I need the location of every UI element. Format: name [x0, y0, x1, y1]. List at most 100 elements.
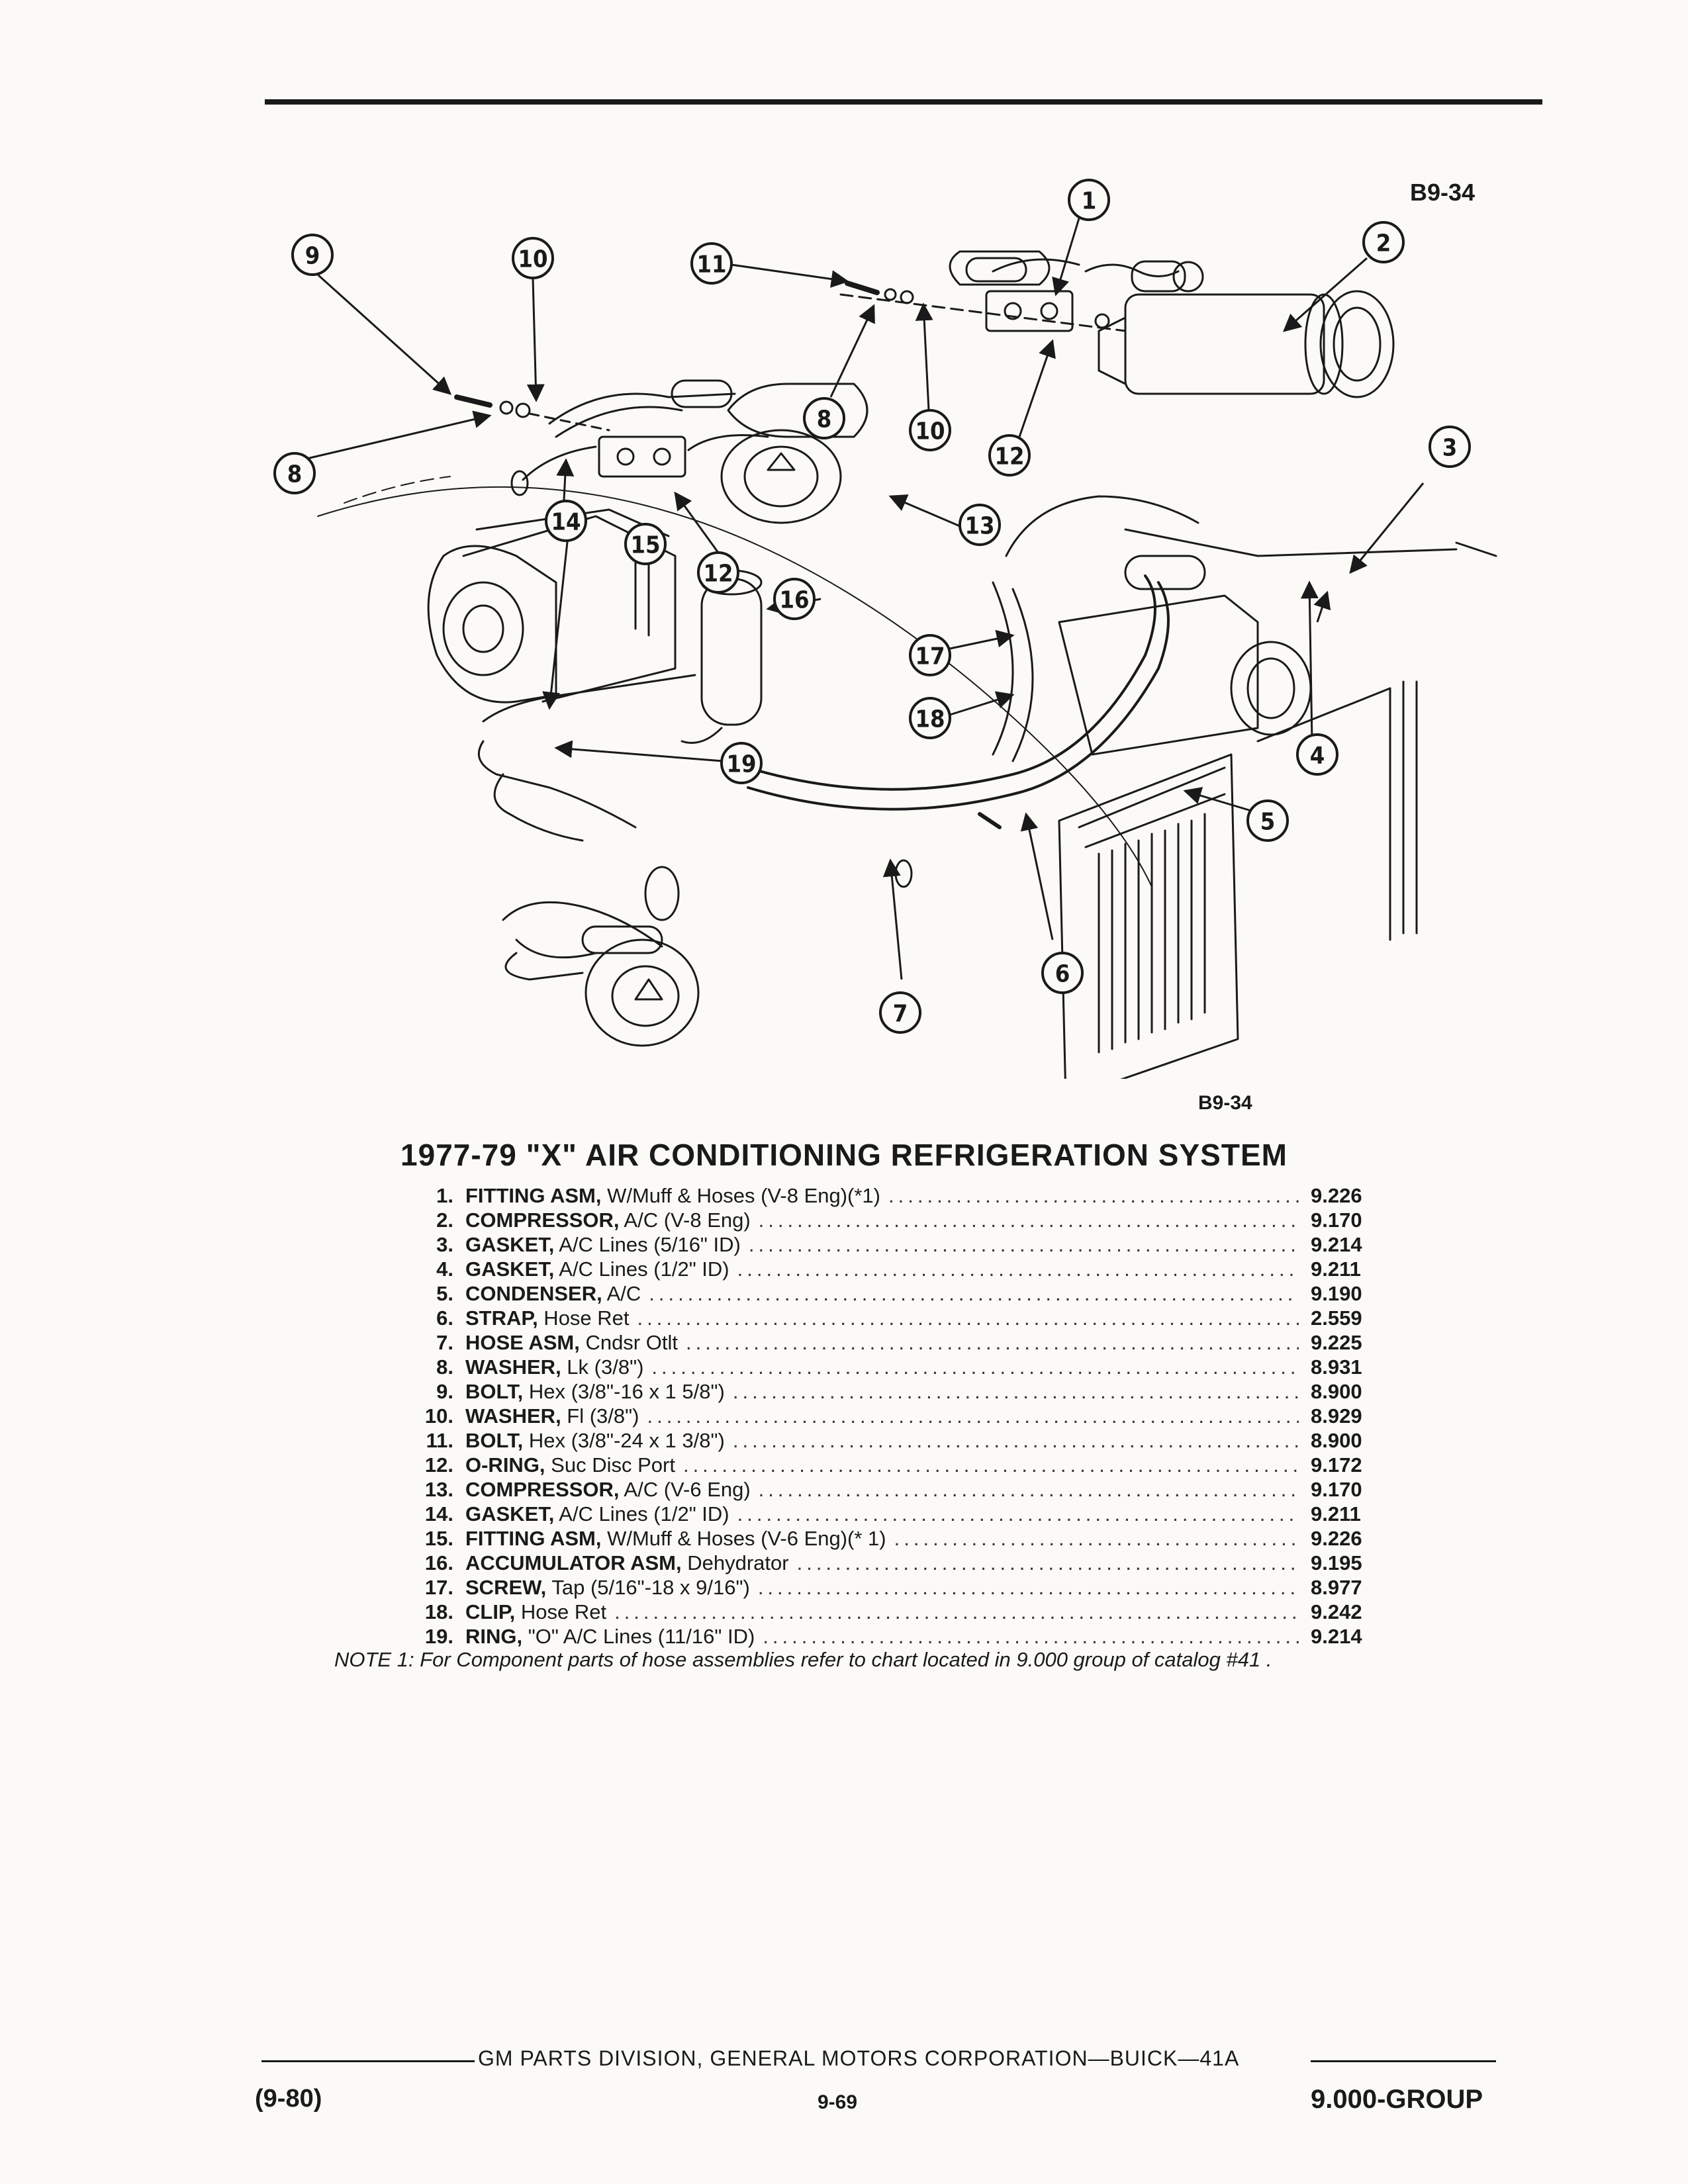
callout-8-upper: 8 — [803, 397, 845, 439]
item-name: WASHER, — [465, 1355, 561, 1379]
leader-dots — [733, 1379, 1299, 1404]
item-name: COMPRESSOR, — [465, 1208, 620, 1232]
leader-dots — [637, 1306, 1299, 1330]
svg-text:15: 15 — [630, 532, 660, 559]
leader-dots — [797, 1551, 1299, 1575]
page-number: 9-69 — [818, 2091, 858, 2113]
compressor-v8-illustration — [1084, 260, 1395, 398]
callout-12-upper: 12 — [988, 434, 1031, 477]
callout-10-upper: 10 — [909, 409, 951, 451]
list-item: 4.GASKET, A/C Lines (1/2" ID)9.211 — [391, 1257, 1383, 1281]
item-name: SCREW, — [465, 1576, 547, 1599]
svg-text:3: 3 — [1442, 435, 1458, 462]
group-code: 8.900 — [1311, 1380, 1362, 1403]
svg-text:5: 5 — [1260, 809, 1276, 836]
item-number: 17. — [424, 1576, 453, 1599]
list-item: 7.HOSE ASM, Cndsr Otlt9.225 — [391, 1330, 1383, 1355]
list-item: 2.COMPRESSOR, A/C (V-8 Eng)9.170 — [391, 1208, 1383, 1232]
group-code: 2.559 — [1311, 1306, 1362, 1330]
top-rule — [265, 99, 1542, 105]
callout-15: 15 — [624, 523, 667, 565]
leader-dots — [894, 1526, 1299, 1551]
callout-5: 5 — [1246, 799, 1289, 842]
group-code: 8.931 — [1311, 1355, 1362, 1379]
group-code: 8.929 — [1311, 1404, 1362, 1428]
group-code: 9.226 — [1311, 1184, 1362, 1207]
list-item: 13.COMPRESSOR, A/C (V-6 Eng)9.170 — [391, 1477, 1383, 1502]
svg-text:6: 6 — [1055, 961, 1070, 988]
group-code: 9.226 — [1311, 1527, 1362, 1550]
svg-text:4: 4 — [1310, 743, 1325, 770]
item-description: Hose Ret — [538, 1306, 630, 1330]
list-item: 5.CONDENSER, A/C9.190 — [391, 1281, 1383, 1306]
exploded-diagram: 1 2 3 4 5 6 7 8 8 9 10 10 11 12 12 13 14… — [273, 179, 1497, 1079]
item-description: A/C (V-6 Eng) — [619, 1478, 751, 1501]
compressor-lower-illustration — [502, 901, 700, 1047]
item-name: FITTING ASM, — [465, 1184, 602, 1207]
leader-dots — [759, 1477, 1299, 1502]
item-description: Fl (3/8") — [561, 1404, 639, 1428]
leader-dots — [888, 1183, 1299, 1208]
item-name: GASKET, — [465, 1233, 555, 1256]
footnote: NOTE 1: For Component parts of hose asse… — [334, 1648, 1272, 1671]
group-code: 9.214 — [1311, 1625, 1362, 1648]
item-name: RING, — [465, 1625, 523, 1648]
item-description: Hex (3/8"-16 x 1 5/8") — [523, 1380, 725, 1403]
svg-text:7: 7 — [893, 1001, 908, 1028]
item-description: W/Muff & Hoses (V-8 Eng)(*1) — [601, 1184, 880, 1207]
leader-dots — [733, 1428, 1299, 1453]
svg-text:16: 16 — [779, 587, 809, 614]
leader-dots — [614, 1600, 1299, 1624]
item-description: Dehydrator — [681, 1551, 789, 1574]
item-name: HOSE ASM, — [465, 1331, 580, 1354]
callout-4: 4 — [1296, 733, 1338, 776]
item-name: CLIP, — [465, 1600, 516, 1623]
page-title: 1977-79 "X" AIR CONDITIONING REFRIGERATI… — [400, 1138, 1288, 1172]
list-item: 15.FITTING ASM, W/Muff & Hoses (V-6 Eng)… — [391, 1526, 1383, 1551]
leader-dots — [737, 1502, 1299, 1526]
group-code: 8.977 — [1311, 1576, 1362, 1599]
group-code: 9.190 — [1311, 1282, 1362, 1305]
parts-list: 1.FITTING ASM, W/Muff & Hoses (V-8 Eng)(… — [391, 1183, 1383, 1649]
callout-1: 1 — [1068, 179, 1110, 221]
item-description: Hose Ret — [515, 1600, 607, 1623]
item-number: 3. — [436, 1233, 453, 1256]
item-name: BOLT, — [465, 1380, 524, 1403]
fitting-asm-v8-illustration — [949, 250, 1080, 332]
list-item: 9.BOLT, Hex (3/8"-16 x 1 5/8")8.900 — [391, 1379, 1383, 1404]
svg-text:1: 1 — [1082, 188, 1097, 215]
item-description: Hex (3/8"-24 x 1 3/8") — [523, 1429, 725, 1452]
leader-dots — [763, 1624, 1299, 1649]
footer-publisher: GM PARTS DIVISION, GENERAL MOTORS CORPOR… — [478, 2046, 1240, 2070]
item-name: GASKET, — [465, 1257, 555, 1281]
item-number: 2. — [436, 1208, 453, 1232]
group-code: 9.172 — [1311, 1453, 1362, 1477]
list-item: 19.RING, "O" A/C Lines (11/16" ID)9.214 — [391, 1624, 1383, 1649]
item-name: WASHER, — [465, 1404, 561, 1428]
callout-19: 19 — [720, 742, 763, 784]
list-item: 8.WASHER, Lk (3/8")8.931 — [391, 1355, 1383, 1379]
item-number: 6. — [436, 1306, 453, 1330]
item-number: 4. — [436, 1257, 453, 1281]
callout-6: 6 — [1041, 952, 1084, 994]
footer-rule-left — [261, 2060, 475, 2062]
group-code: 9.214 — [1311, 1233, 1362, 1256]
item-number: 11. — [426, 1429, 453, 1452]
item-name: ACCUMULATOR ASM, — [465, 1551, 682, 1574]
item-description: Suc Disc Port — [545, 1453, 675, 1477]
item-number: 16. — [424, 1551, 453, 1574]
group-code: 9.170 — [1311, 1208, 1362, 1232]
list-item: 3.GASKET, A/C Lines (5/16" ID)9.214 — [391, 1232, 1383, 1257]
svg-text:11: 11 — [696, 251, 726, 279]
list-item: 12.O-RING, Suc Disc Port9.172 — [391, 1453, 1383, 1477]
item-number: 12. — [424, 1453, 453, 1477]
callout-13: 13 — [959, 504, 1001, 546]
callout-12-left: 12 — [697, 551, 739, 594]
callout-9: 9 — [291, 234, 334, 276]
list-item: 14.GASKET, A/C Lines (1/2" ID)9.211 — [391, 1502, 1383, 1526]
group-code: 9.195 — [1311, 1551, 1362, 1574]
svg-text:10: 10 — [915, 418, 945, 445]
group-code: 9.242 — [1311, 1600, 1362, 1623]
callout-7: 7 — [879, 991, 921, 1034]
leader-dots — [759, 1208, 1299, 1232]
